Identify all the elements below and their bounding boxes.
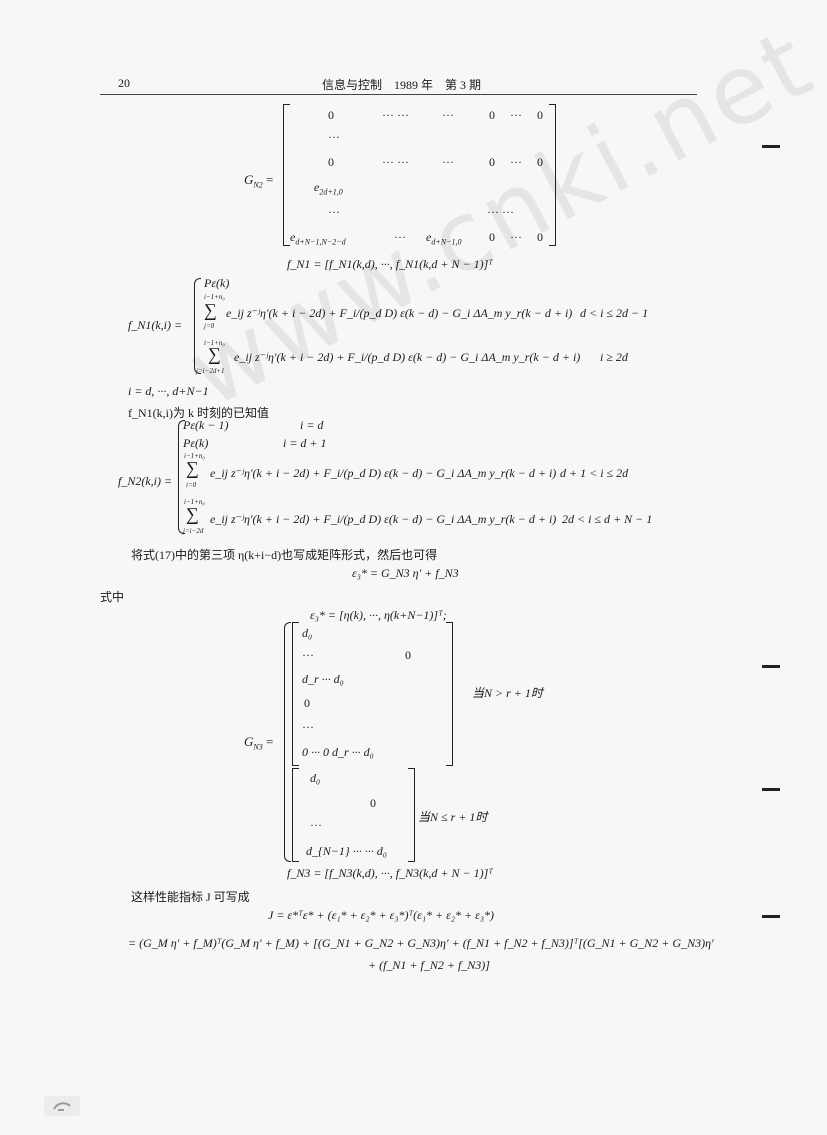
matrix-cell: ··· bbox=[310, 818, 322, 832]
body-text: 这样性能指标 J 可写成 bbox=[131, 890, 250, 904]
margin-mark bbox=[762, 788, 780, 791]
case-brace bbox=[284, 622, 291, 862]
margin-mark bbox=[762, 145, 780, 148]
matrix-cell: 0 bbox=[304, 696, 310, 710]
matrix-cell: 0 bbox=[328, 155, 334, 169]
fn2-case4: e_ij z⁻ʲη′(k + i − 2d) + F_i/(p_d D) ε(k… bbox=[210, 512, 557, 526]
matrix-cell: e2d+1,0 bbox=[314, 180, 343, 197]
matrix-cell: ··· ··· bbox=[382, 155, 409, 169]
matrix-cell: 0 bbox=[489, 155, 495, 169]
right-bracket bbox=[446, 622, 453, 766]
matrix-cell: ··· bbox=[302, 720, 314, 734]
left-bracket bbox=[292, 622, 299, 766]
left-bracket bbox=[292, 768, 299, 862]
matrix-cell: d_{N−1} ··· ··· d₀ bbox=[306, 844, 387, 858]
sum-symbol: ∑ bbox=[204, 300, 217, 320]
left-bracket bbox=[283, 104, 290, 246]
matrix-cell: ··· bbox=[328, 205, 340, 219]
matrix-cell: ··· ··· bbox=[487, 205, 514, 219]
matrix-cell: d₀ bbox=[302, 626, 313, 640]
case-brace bbox=[194, 278, 201, 374]
fn2-case4-cond: 2d < i ≤ d + N − 1 bbox=[562, 512, 653, 526]
right-bracket bbox=[549, 104, 556, 246]
matrix-cell: 0 bbox=[537, 155, 543, 169]
fn2-case1: Pε(k − 1) bbox=[183, 418, 229, 432]
sum-upper: i−1+n₀ bbox=[184, 452, 205, 460]
sum-upper: i−1+n₀ bbox=[204, 293, 225, 301]
matrix-cell: 0 ··· 0 d_r ··· d₀ bbox=[302, 745, 374, 759]
matrix-cell: ed+N−1,0 bbox=[426, 230, 462, 247]
matrix-cell: 0 bbox=[537, 108, 543, 122]
sum-symbol: ∑ bbox=[186, 458, 199, 478]
matrix-cell: 0 bbox=[537, 230, 543, 244]
matrix-cell: 0 bbox=[489, 108, 495, 122]
eta-definition: ε₃* = [η(k), ···, η(k+N−1)]ᵀ; bbox=[310, 608, 447, 622]
gn3-cond1: 当N > r + 1时 bbox=[472, 686, 543, 700]
fn2-case3-cond: d + 1 < i ≤ 2d bbox=[560, 466, 629, 480]
sum-upper: i−1+n₀ bbox=[184, 498, 205, 506]
matrix-cell: 0 bbox=[370, 796, 376, 810]
matrix-cell: ··· bbox=[442, 155, 454, 169]
logo-icon bbox=[44, 1096, 80, 1116]
matrix-cell: ··· bbox=[510, 230, 522, 244]
sum-symbol: ∑ bbox=[208, 344, 221, 364]
fn2-case1-cond: i = d bbox=[300, 418, 324, 432]
fn1-case2-cond: d < i ≤ 2d − 1 bbox=[580, 306, 649, 320]
matrix-cell: ··· bbox=[510, 155, 522, 169]
sum-lower: j=i−2d+1 bbox=[196, 367, 225, 375]
matrix-cell: 0 bbox=[405, 648, 411, 662]
sum-lower: j=0 bbox=[204, 322, 215, 330]
matrix-cell: ··· bbox=[510, 108, 522, 122]
sum-lower: i=0 bbox=[186, 481, 197, 489]
j-line2: = (G_M η′ + f_M)ᵀ(G_M η′ + f_M) + [(G_N1… bbox=[128, 936, 714, 950]
matrix-gn3-label: GN3 = bbox=[244, 734, 274, 752]
matrix-cell: ··· ··· bbox=[382, 108, 409, 122]
fn1-vector: f_N1 = [f_N1(k,d), ···, f_N1(k,d + N − 1… bbox=[287, 257, 493, 271]
j-line1: J = ε*ᵀε* + (ε₁* + ε₂* + ε₃*)ᵀ(ε₁* + ε₂*… bbox=[268, 908, 495, 922]
fn3-vector: f_N3 = [f_N3(k,d), ···, f_N3(k,d + N − 1… bbox=[287, 866, 493, 880]
body-text: 式中 bbox=[100, 590, 125, 604]
gn3-cond2: 当N ≤ r + 1时 bbox=[418, 810, 488, 824]
header-rule bbox=[100, 94, 697, 95]
margin-mark bbox=[762, 915, 780, 918]
matrix-cell: ··· bbox=[302, 648, 314, 662]
matrix-cell: d_r ··· d₀ bbox=[302, 672, 344, 686]
sum-upper: i−1+n₀ bbox=[204, 339, 225, 347]
margin-mark bbox=[762, 665, 780, 668]
fn1-lhs: f_N1(k,i) = bbox=[128, 318, 183, 332]
fn2-case3: e_ij z⁻ʲη′(k + i − 2d) + F_i/(p_d D) ε(k… bbox=[210, 466, 557, 480]
body-text: 将式(17)中的第三项 η(k+i−d)也写成矩阵形式，然后也可得 bbox=[131, 548, 438, 562]
fn2-case2-cond: i = d + 1 bbox=[283, 436, 327, 450]
fn1-case2: e_ij z⁻ʲη′(k + i − 2d) + F_i/(p_d D) ε(k… bbox=[226, 306, 573, 320]
page-number: 20 bbox=[118, 76, 130, 90]
case-brace bbox=[178, 420, 185, 534]
eq-eps3: ε₃* = G_N3 η′ + f_N3 bbox=[352, 566, 459, 580]
sum-lower: j=i−2d bbox=[183, 527, 204, 535]
matrix-cell: 0 bbox=[328, 108, 334, 122]
journal-header: 信息与控制 1989 年 第 3 期 bbox=[322, 78, 482, 92]
fn1-note: f_N1(k,i)为 k 时刻的已知值 bbox=[128, 406, 269, 420]
matrix-cell: 0 bbox=[489, 230, 495, 244]
fn1-case1: Pε(k) bbox=[204, 276, 230, 290]
fn1-case3-cond: i ≥ 2d bbox=[600, 350, 628, 364]
matrix-gn2-label: GN2 = bbox=[244, 172, 274, 190]
sum-symbol: ∑ bbox=[186, 504, 199, 524]
matrix-cell: ··· bbox=[442, 108, 454, 122]
fn2-case2: Pε(k) bbox=[183, 436, 209, 450]
right-bracket bbox=[408, 768, 415, 862]
matrix-cell: ··· bbox=[328, 130, 340, 144]
fn2-lhs: f_N2(k,i) = bbox=[118, 474, 173, 488]
fn1-case3: e_ij z⁻ʲη′(k + i − 2d) + F_i/(p_d D) ε(k… bbox=[234, 350, 581, 364]
matrix-cell: ··· bbox=[394, 230, 406, 244]
j-line3: + (f_N1 + f_N2 + f_N3)] bbox=[368, 958, 490, 972]
matrix-cell: ed+N−1,N−2−d bbox=[290, 230, 346, 247]
fn1-range: i = d, ···, d+N−1 bbox=[128, 384, 209, 398]
matrix-cell: d₀ bbox=[310, 771, 321, 785]
